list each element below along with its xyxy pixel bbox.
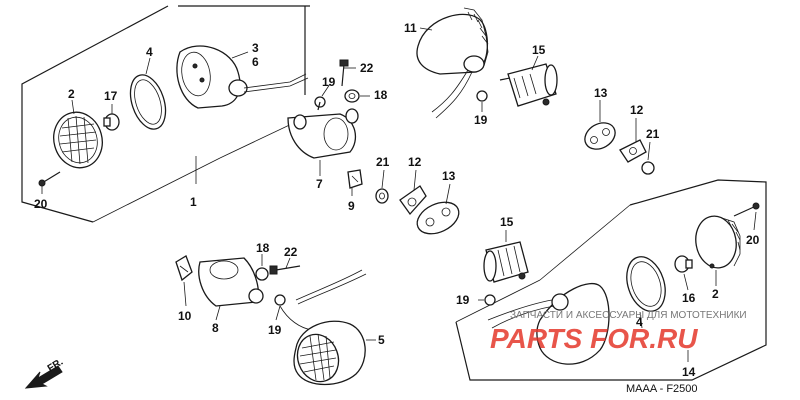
front-lens-right bbox=[695, 215, 741, 269]
label-21: 21 bbox=[376, 155, 390, 169]
bulb-17 bbox=[103, 113, 120, 131]
leader-lines bbox=[41, 27, 757, 362]
label-18: 18 bbox=[374, 88, 388, 102]
label-7: 7 bbox=[316, 177, 323, 191]
label-20: 20 bbox=[34, 197, 48, 211]
bolt-22-lower bbox=[269, 265, 301, 275]
housing-14 bbox=[487, 282, 610, 365]
label-3: 3 bbox=[252, 41, 259, 55]
collar-21-right bbox=[641, 161, 655, 175]
label-2: 2 bbox=[68, 87, 75, 101]
housing-3-upper bbox=[176, 45, 309, 109]
washer-12-right bbox=[619, 139, 647, 163]
label-8: 8 bbox=[212, 321, 219, 335]
housing-5 bbox=[293, 320, 366, 386]
washer-12-mid bbox=[399, 185, 427, 216]
watermark: ЗАПЧАСТИ И АКСЕССУАРЫ ДЛЯ МОТОТЕХНИКИ PA… bbox=[490, 310, 747, 354]
clip-10 bbox=[175, 255, 193, 282]
nut-18-lower bbox=[255, 267, 269, 281]
wire-harness-lower bbox=[279, 269, 367, 331]
front-arrow-icon bbox=[24, 365, 63, 389]
watermark-brand: PARTS FOR.RU bbox=[490, 323, 698, 354]
watermark-caption: ЗАПЧАСТИ И АКСЕССУАРЫ ДЛЯ МОТОТЕХНИКИ bbox=[510, 310, 747, 321]
housing-11 bbox=[416, 7, 489, 119]
label-16: 16 bbox=[682, 291, 696, 305]
label-13: 13 bbox=[594, 86, 608, 100]
front-lens-left bbox=[53, 111, 103, 169]
label-21: 21 bbox=[646, 127, 660, 141]
label-19: 19 bbox=[268, 323, 282, 337]
bolt-19-upper bbox=[314, 96, 326, 111]
label-2: 2 bbox=[712, 287, 719, 301]
bolt-19-housing bbox=[476, 90, 488, 102]
rubber-13-mid bbox=[416, 201, 460, 235]
relay-15-lower bbox=[483, 241, 529, 283]
relay-15-upper bbox=[499, 63, 558, 107]
screw-20-upper bbox=[38, 171, 61, 187]
part-labels: 2 17 4 3 6 1 20 19 22 18 7 9 21 12 13 11… bbox=[34, 21, 760, 379]
gasket-ring-4-lower bbox=[626, 256, 666, 312]
label-1: 1 bbox=[190, 195, 197, 209]
label-15: 15 bbox=[500, 215, 514, 229]
label-5: 5 bbox=[378, 333, 385, 347]
label-13: 13 bbox=[442, 169, 456, 183]
label-11: 11 bbox=[404, 21, 417, 35]
label-22: 22 bbox=[360, 61, 374, 75]
label-4: 4 bbox=[636, 315, 643, 329]
label-6: 6 bbox=[252, 55, 259, 69]
diagram-code: MAAA - F2500 bbox=[626, 383, 698, 395]
label-19: 19 bbox=[456, 293, 470, 307]
label-12: 12 bbox=[408, 155, 422, 169]
label-20: 20 bbox=[746, 233, 760, 247]
collar-21-mid bbox=[375, 188, 389, 204]
label-10: 10 bbox=[178, 309, 192, 323]
label-22: 22 bbox=[284, 245, 298, 259]
label-19: 19 bbox=[322, 75, 336, 89]
label-4: 4 bbox=[146, 45, 153, 59]
label-15: 15 bbox=[532, 43, 546, 57]
front-direction-marker: FR. bbox=[24, 357, 65, 389]
group-outline-rear-right bbox=[455, 179, 767, 381]
group-outline-front-left bbox=[21, 5, 310, 223]
label-9: 9 bbox=[348, 199, 355, 213]
bracket-8 bbox=[198, 257, 264, 307]
nut-18-upper bbox=[344, 89, 360, 103]
label-17: 17 bbox=[104, 89, 118, 103]
label-12: 12 bbox=[630, 103, 644, 117]
rubber-13-right bbox=[584, 122, 616, 150]
bolt-19-lower-right bbox=[484, 294, 496, 306]
bracket-7 bbox=[287, 108, 359, 159]
label-18: 18 bbox=[256, 241, 270, 255]
label-19: 19 bbox=[474, 113, 488, 127]
bulb-16 bbox=[674, 255, 693, 273]
clip-9 bbox=[347, 169, 363, 189]
bolt-19-lower bbox=[274, 294, 286, 306]
label-14: 14 bbox=[682, 365, 696, 379]
gasket-ring-4-upper bbox=[129, 74, 167, 130]
screw-20-lower bbox=[733, 202, 760, 217]
bolt-22-upper bbox=[339, 59, 349, 87]
